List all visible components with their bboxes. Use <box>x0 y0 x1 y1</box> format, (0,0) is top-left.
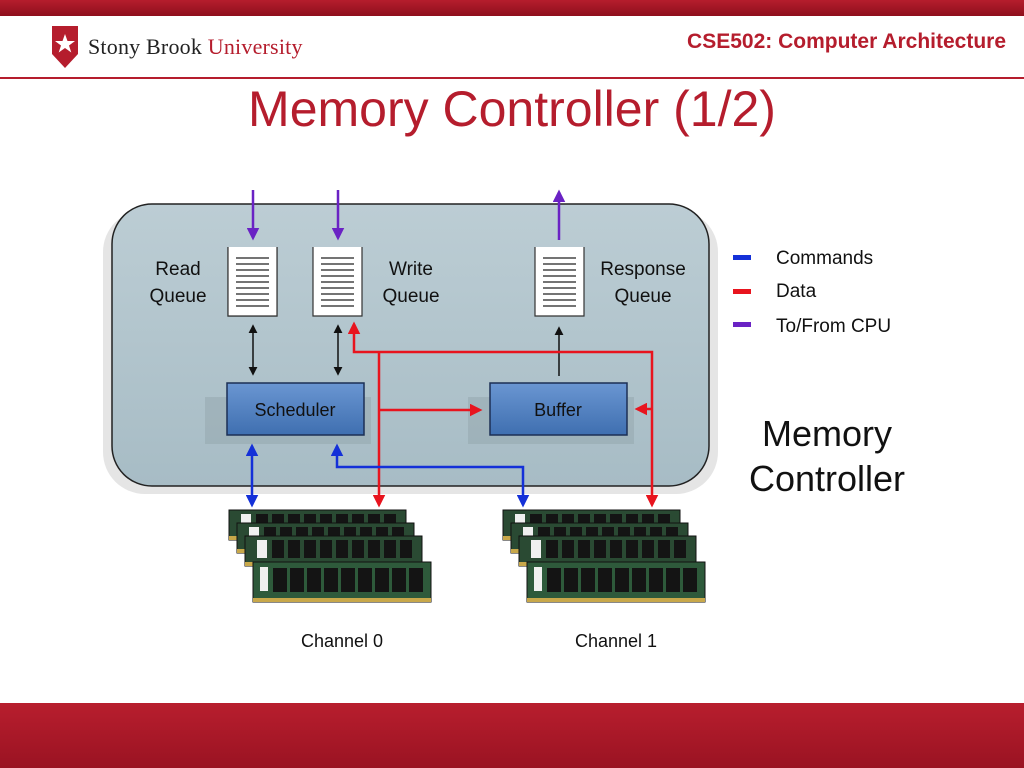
write-queue-label-line1: Write <box>389 259 433 280</box>
top-band <box>0 0 1024 16</box>
university-logo: Stony Brook University <box>50 24 303 70</box>
legend-swatch-cpu <box>733 322 751 327</box>
controller-label-line1: Memory <box>762 413 892 454</box>
response-queue-label-line1: Response <box>600 259 686 280</box>
controller-label-line2: Controller <box>749 458 905 499</box>
write-queue-icon <box>312 247 363 317</box>
logo-university: University <box>207 34 303 59</box>
channel-0-label: Channel 0 <box>301 631 383 651</box>
read-queue-label-line1: Read <box>155 259 200 280</box>
read-queue-icon <box>227 247 278 317</box>
legend: Commands Data To/From CPU <box>733 248 891 337</box>
legend-swatch-commands <box>733 255 751 260</box>
logo-text: Stony Brook University <box>88 34 303 60</box>
response-queue-icon <box>534 247 585 317</box>
course-title: CSE502: Computer Architecture <box>687 30 1006 53</box>
channel-1-dimm-stack-icon <box>502 509 706 603</box>
scheduler-label: Scheduler <box>254 400 335 420</box>
legend-label-data: Data <box>776 281 817 302</box>
header-rule <box>0 77 1024 79</box>
channel-1-command-path <box>330 443 530 508</box>
response-queue-label-line2: Queue <box>614 286 671 307</box>
write-data-path <box>347 321 659 508</box>
legend-swatch-data <box>733 289 751 294</box>
channel-0-dimm-stack-icon <box>228 509 432 603</box>
legend-label-cpu: To/From CPU <box>776 316 891 337</box>
buffer-label: Buffer <box>534 400 582 420</box>
logo-brand: Stony Brook <box>88 34 203 59</box>
read-queue-label-line2: Queue <box>149 286 206 307</box>
scheduler-box <box>226 382 365 436</box>
channel-1-label: Channel 1 <box>575 631 657 651</box>
legend-label-commands: Commands <box>776 248 873 269</box>
write-queue-label-line2: Queue <box>382 286 439 307</box>
shield-logo-icon <box>52 26 78 68</box>
slide-title: Memory Controller (1/2) <box>248 81 776 137</box>
bottom-band <box>0 703 1024 768</box>
